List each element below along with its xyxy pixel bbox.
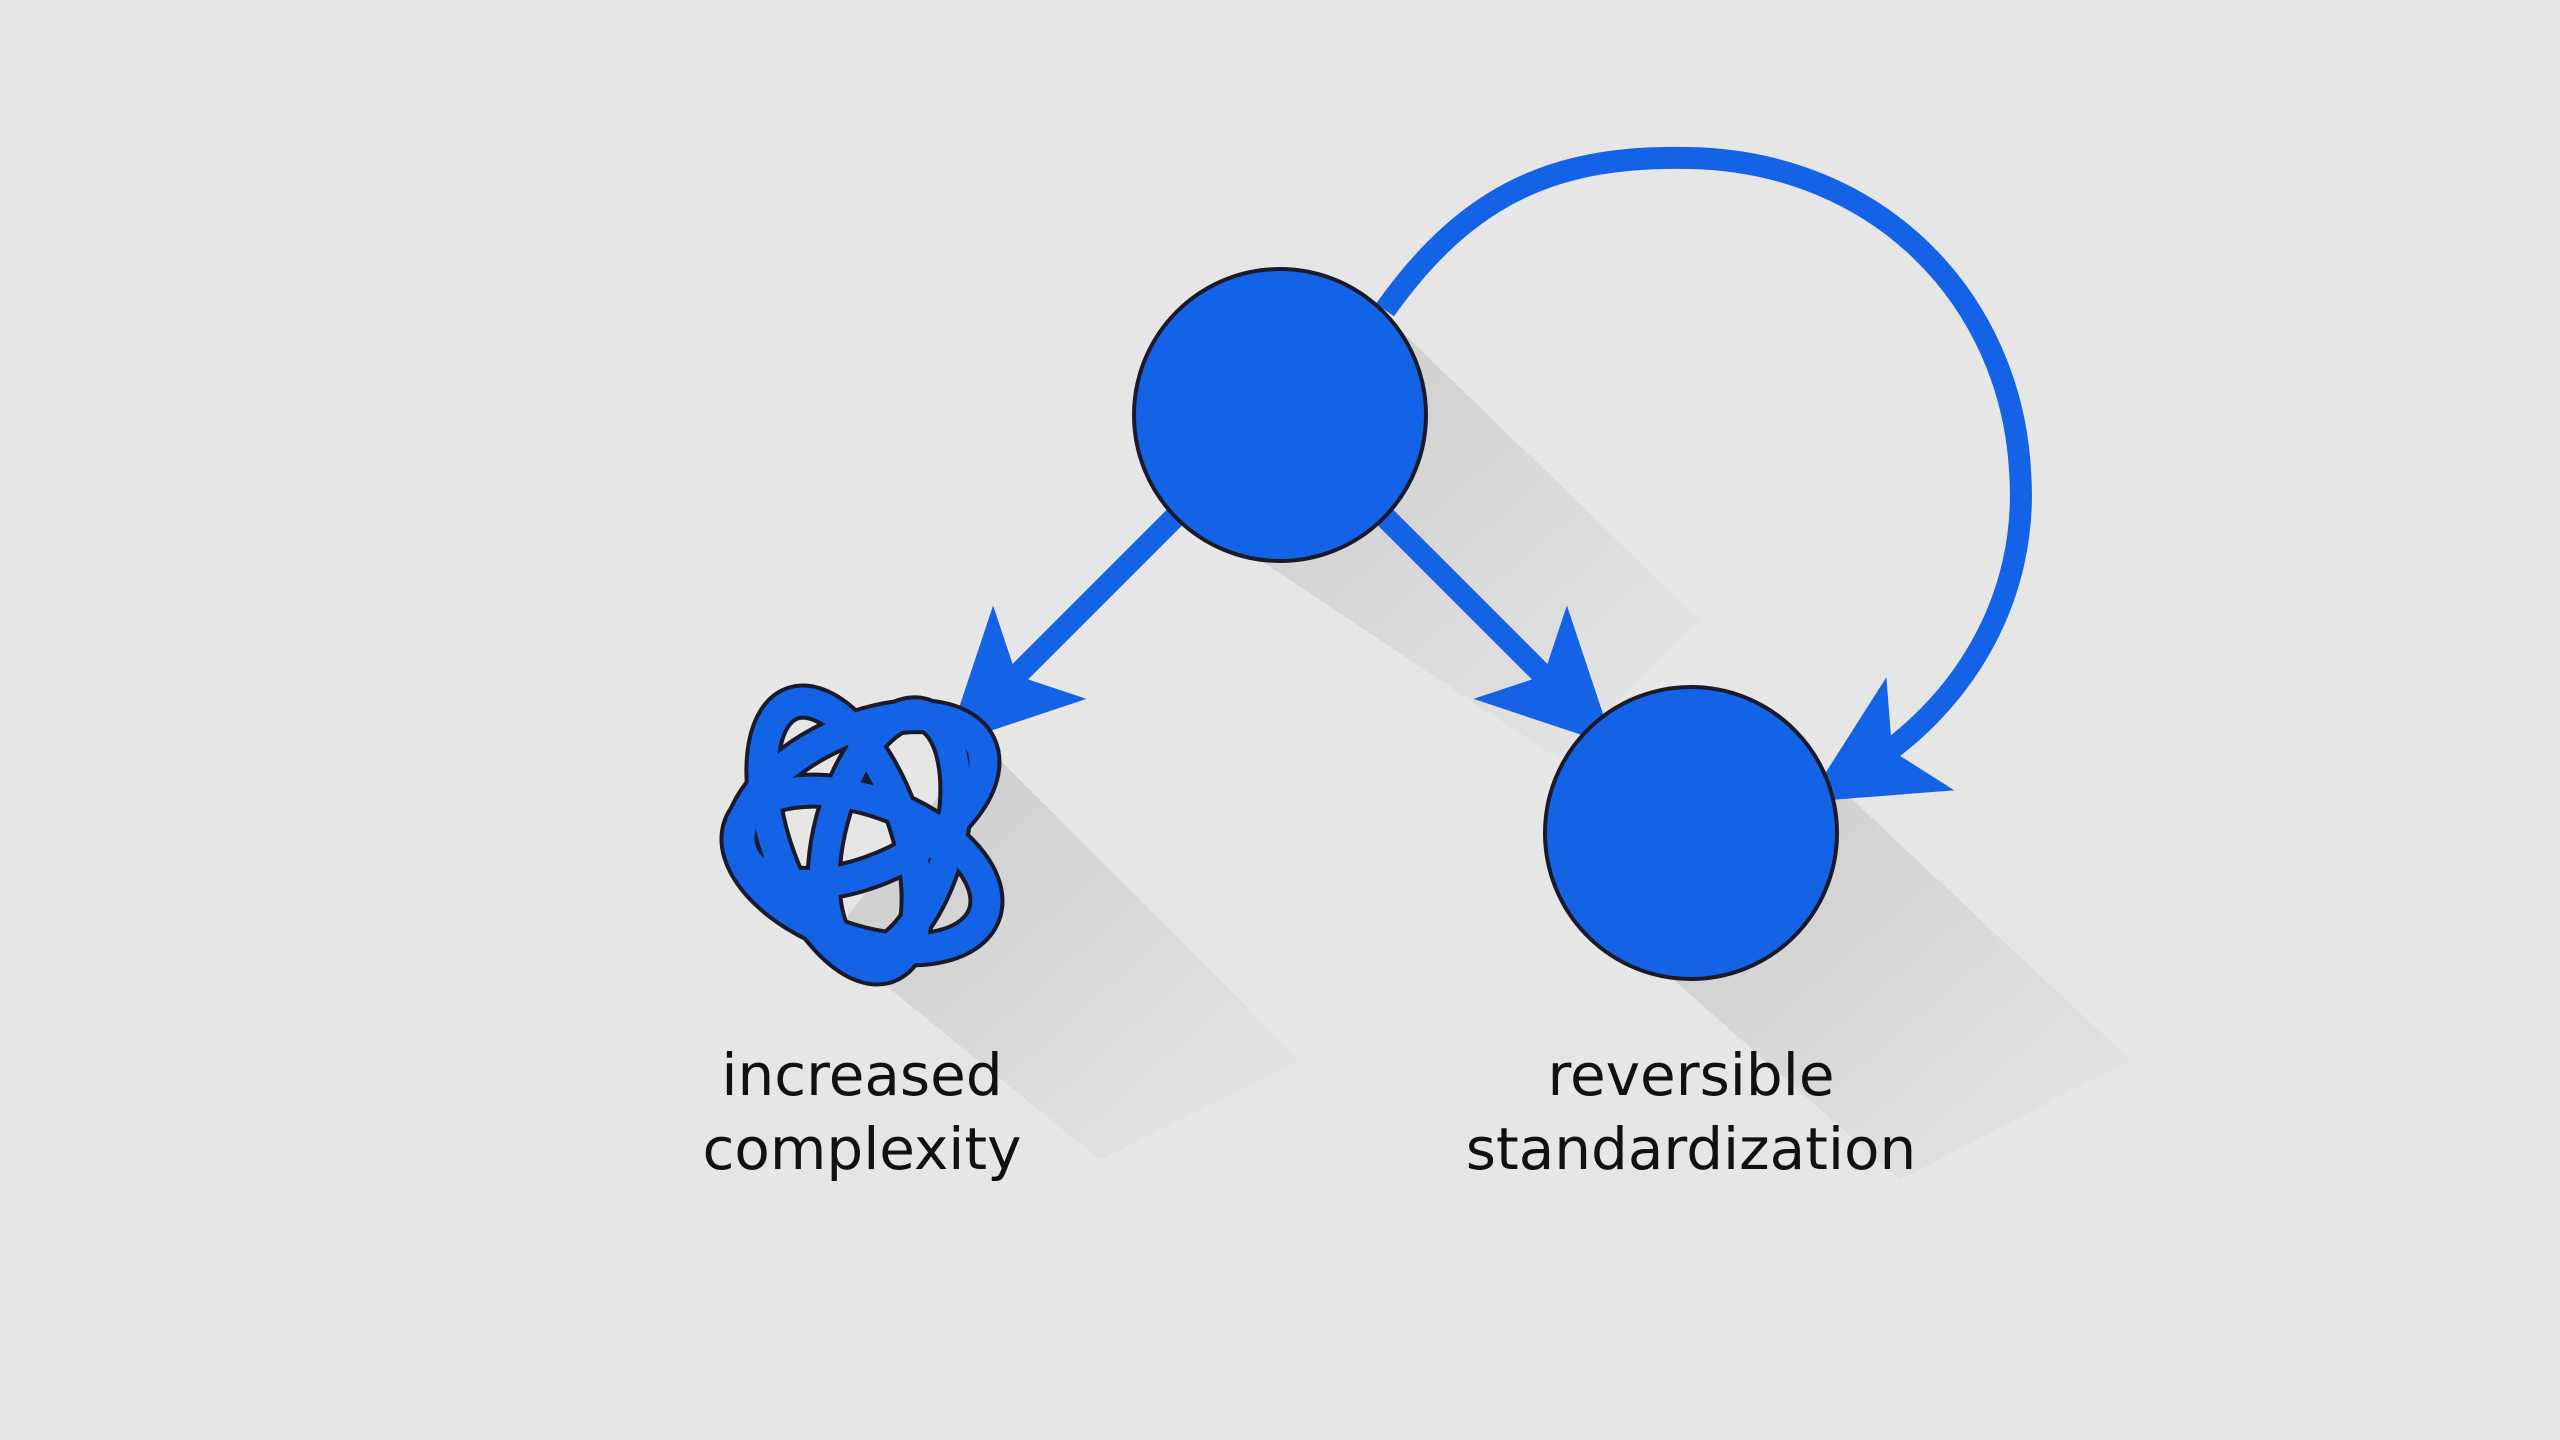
arrow-to-complexity	[946, 504, 1188, 746]
loop-arrow-back	[1376, 146, 2032, 802]
label-line: complexity	[702, 1115, 1022, 1183]
label-line: reversible	[1547, 1041, 1835, 1109]
tangled-knot-icon	[719, 683, 1005, 987]
source-node	[1132, 267, 1428, 563]
label-reversible-standardization: reversible standardization	[1341, 1038, 2041, 1186]
label-increased-complexity: increased complexity	[512, 1038, 1212, 1186]
label-line: increased	[721, 1041, 1003, 1109]
arrow-to-standardization	[1372, 504, 1614, 746]
standardized-node	[1543, 685, 1839, 981]
label-line: standardization	[1465, 1115, 1917, 1183]
